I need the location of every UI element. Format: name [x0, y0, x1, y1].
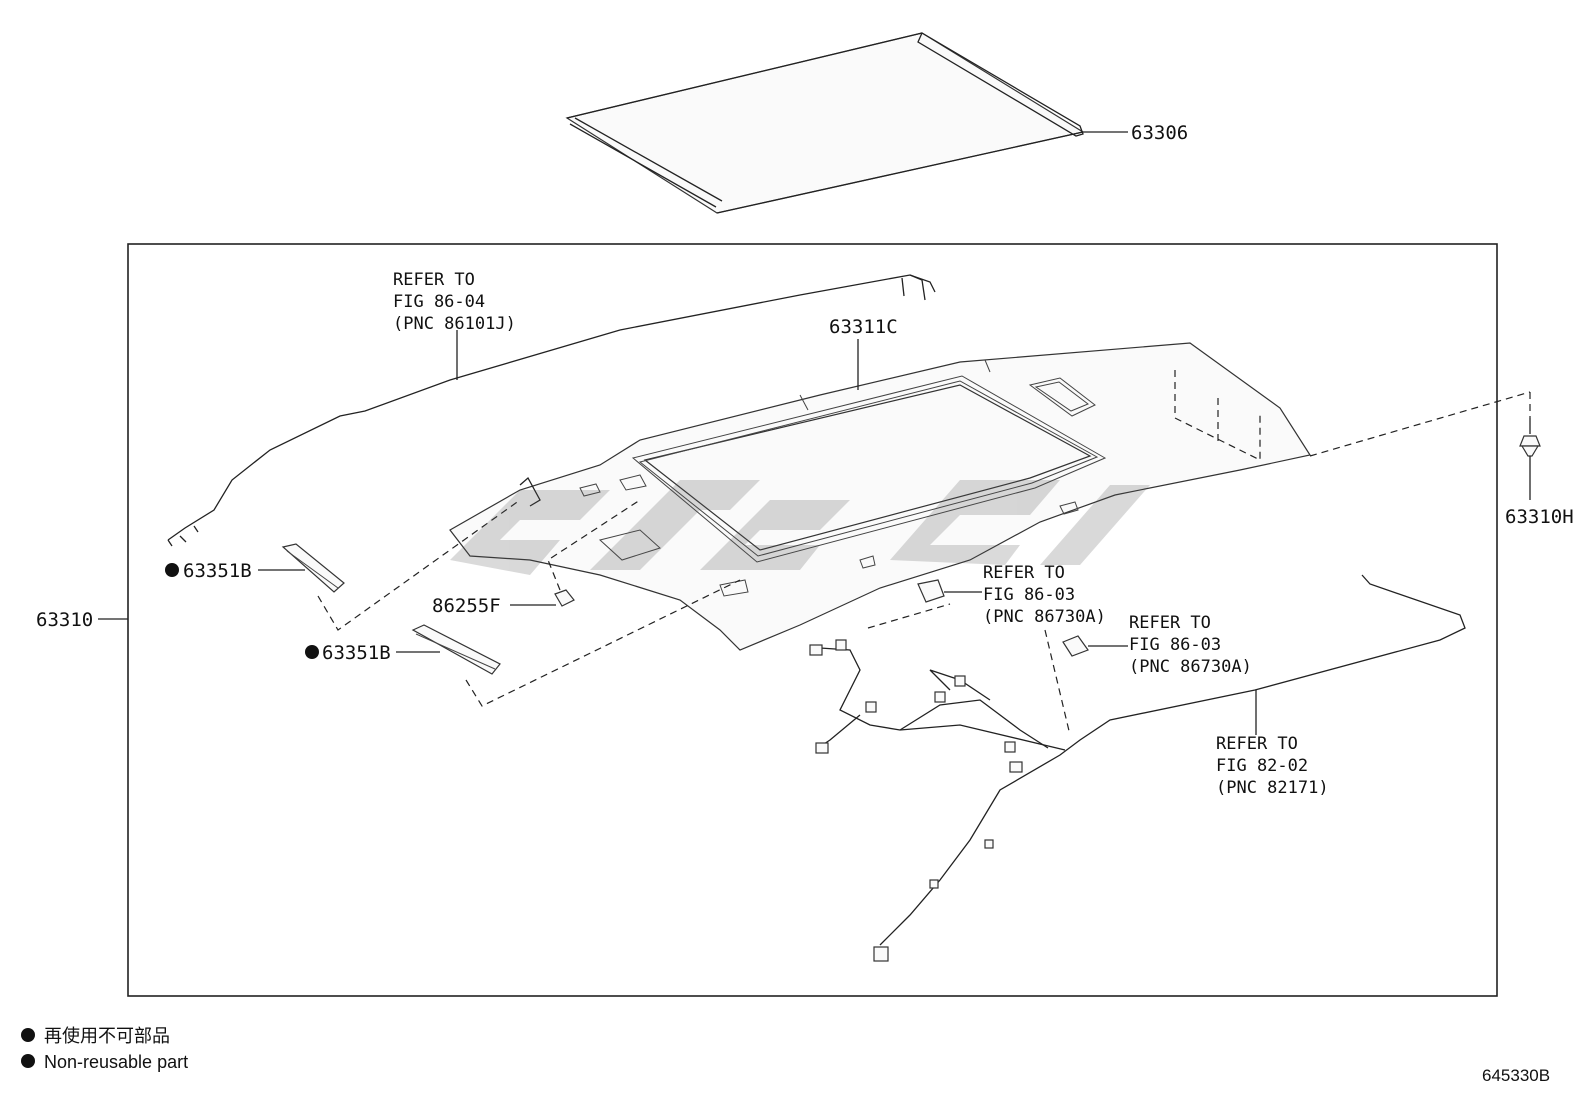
callout-63310h: 63310H — [1505, 506, 1574, 528]
interior-lamp-rear[interactable] — [1062, 635, 1128, 657]
legend-line-en: Non-reusable part — [44, 1052, 188, 1072]
assembly-frame — [127, 243, 1498, 997]
ref-note-lamp-rear: REFER TO FIG 86-03 (PNC 86730A) — [1129, 613, 1252, 677]
legend-bullet — [21, 1028, 35, 1042]
non-reusable-marker — [165, 563, 179, 577]
ref-line: FIG 86-03 — [1129, 635, 1221, 655]
ref-line: (PNC 86101J) — [393, 314, 516, 334]
diagram-code: 645330B — [1482, 1066, 1550, 1085]
ref-line: (PNC 82171) — [1216, 778, 1329, 798]
ref-line: (PNC 86730A) — [983, 607, 1106, 627]
watermark-logo — [450, 480, 1150, 575]
ref-line: REFER TO — [393, 270, 475, 290]
ref-note-lamp-front: REFER TO FIG 86-03 (PNC 86730A) — [983, 563, 1106, 627]
clip-63310h[interactable] — [1519, 418, 1541, 500]
ref-line: (PNC 86730A) — [1129, 657, 1252, 677]
callout-63306: 63306 — [1131, 122, 1188, 144]
callout-63310: 63310 — [36, 609, 93, 631]
interior-lamp-front[interactable] — [917, 579, 982, 603]
ref-line: FIG 86-03 — [983, 585, 1075, 605]
seal-pad-63351b-upper[interactable] — [281, 543, 345, 593]
roof-wire-harness[interactable] — [809, 574, 1466, 962]
legend-bullet — [21, 1054, 35, 1068]
ref-line: FIG 82-02 — [1216, 756, 1308, 776]
legend: 再使用不可部品 Non-reusable part — [21, 1026, 188, 1072]
callout-86255f: 86255F — [432, 595, 501, 617]
non-reusable-marker — [305, 645, 319, 659]
legend-line-jp: 再使用不可部品 — [44, 1026, 170, 1046]
ref-line: REFER TO — [1129, 613, 1211, 633]
ref-note-antenna: REFER TO FIG 86-04 (PNC 86101J) — [393, 270, 516, 334]
ref-note-harness: REFER TO FIG 82-02 (PNC 82171) — [1216, 734, 1329, 798]
ref-line: FIG 86-04 — [393, 292, 485, 312]
ref-line: REFER TO — [1216, 734, 1298, 754]
ref-line: REFER TO — [983, 563, 1065, 583]
sunshade-roller-blind[interactable] — [565, 32, 1085, 214]
roof-headliner-panel[interactable] — [449, 342, 1311, 651]
seal-pad-63351b-lower[interactable] — [411, 624, 501, 675]
callout-63351b-lower: 63351B — [322, 642, 391, 664]
bracket-86255f[interactable] — [510, 589, 575, 607]
callout-63311c: 63311C — [829, 316, 898, 338]
callout-63351b-upper: 63351B — [183, 560, 252, 582]
dashed-63310h — [1309, 391, 1531, 457]
